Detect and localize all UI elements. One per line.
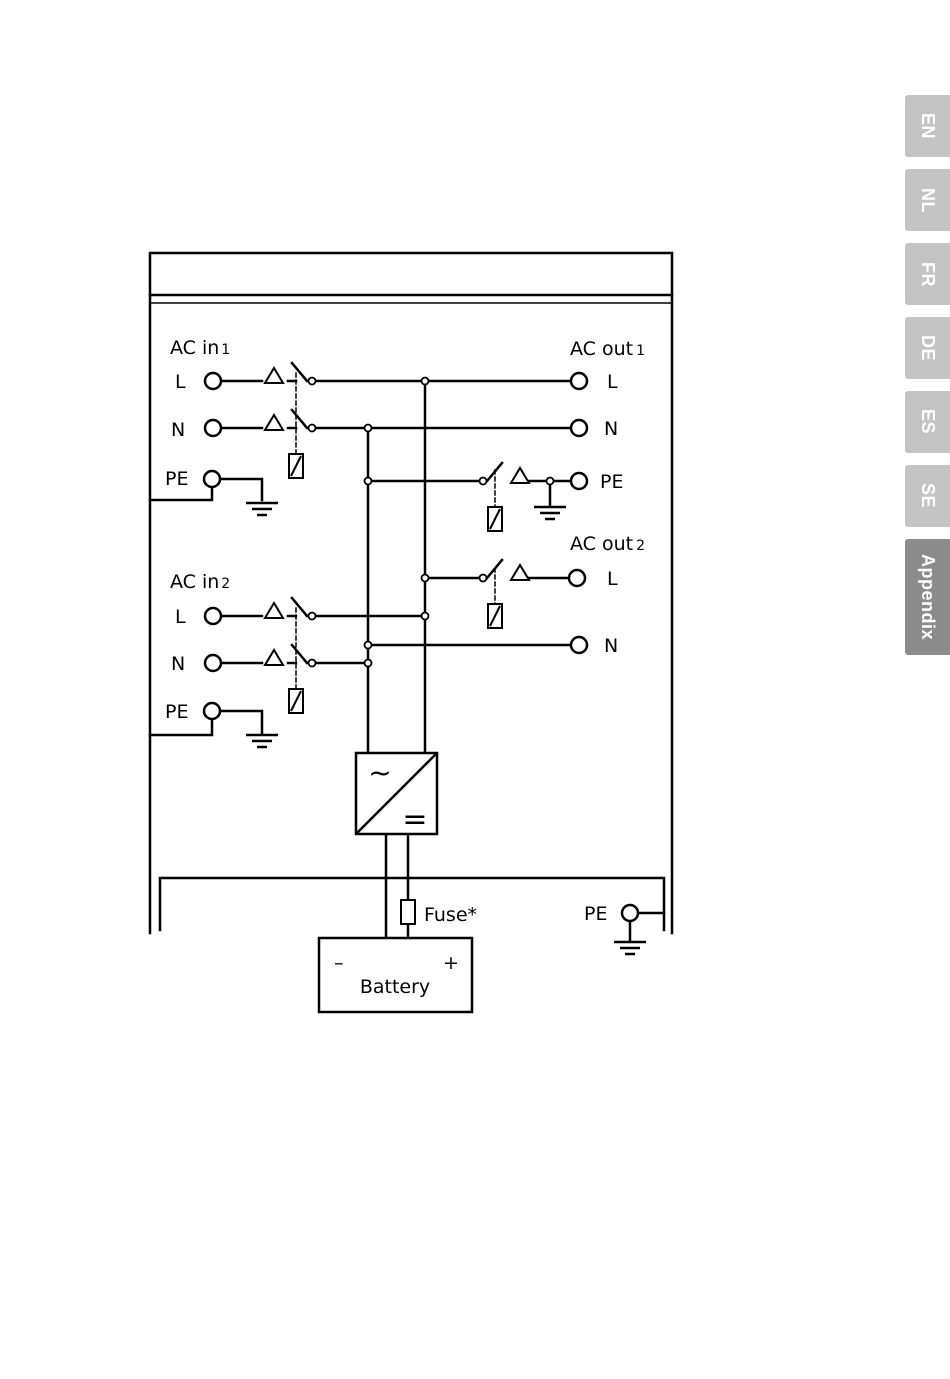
terminal-in1-pe bbox=[204, 471, 220, 487]
terminal-out1-pe bbox=[571, 473, 587, 489]
relay-coil-out1-pe bbox=[488, 507, 502, 531]
dc-symbol: = bbox=[402, 802, 427, 837]
ac-out2-l-label: L bbox=[607, 568, 618, 590]
terminal-out1-l bbox=[571, 373, 587, 389]
battery-box bbox=[319, 938, 472, 1012]
inverter-charger: ~ = bbox=[356, 753, 437, 837]
ac-out2-l-relay bbox=[487, 560, 569, 605]
terminal-in2-pe bbox=[204, 703, 220, 719]
ground-icon bbox=[246, 735, 278, 747]
ac-in2-n-label: N bbox=[171, 653, 185, 675]
ground-icon bbox=[614, 942, 646, 954]
internal-buses bbox=[316, 381, 571, 755]
terminals bbox=[204, 373, 638, 921]
terminal-in1-l bbox=[205, 373, 221, 389]
terminal-in2-n bbox=[205, 655, 221, 671]
ac-in2-l-label: L bbox=[175, 606, 186, 628]
terminal-out2-n bbox=[571, 637, 587, 653]
ac-in1-n-label: N bbox=[171, 419, 185, 441]
contact-dots bbox=[309, 378, 554, 667]
terminal-in1-n bbox=[205, 420, 221, 436]
ac-in1-pe-label: PE bbox=[165, 468, 188, 490]
ac-symbol: ~ bbox=[368, 756, 391, 789]
fuse-label: Fuse* bbox=[424, 904, 477, 926]
ac-out1-pe-label: PE bbox=[600, 471, 623, 493]
relay-coil-in2 bbox=[289, 689, 303, 713]
chassis-pe-label: PE bbox=[584, 903, 607, 925]
relay-coil-out2 bbox=[488, 604, 502, 628]
ac-out1-l-label: L bbox=[607, 371, 618, 393]
terminal-chassis-pe bbox=[622, 905, 638, 921]
fuse-icon bbox=[401, 900, 415, 924]
battery-label: Battery bbox=[360, 976, 430, 998]
ac-in1-l-label: L bbox=[175, 371, 186, 393]
relay-coil-in1 bbox=[289, 454, 303, 478]
terminal-out1-n bbox=[571, 420, 587, 436]
ac-in2-pe-label: PE bbox=[165, 701, 188, 723]
ground-icon bbox=[534, 507, 566, 519]
battery-minus-label: – bbox=[334, 952, 344, 974]
ground-icon bbox=[246, 503, 278, 515]
ac-out1-pe-relay bbox=[483, 463, 571, 508]
battery-plus-label: + bbox=[443, 952, 459, 974]
ac-out2-n-label: N bbox=[604, 635, 618, 657]
terminal-out2-l bbox=[569, 570, 585, 586]
ac-out1-n-label: N bbox=[604, 418, 618, 440]
terminal-in2-l bbox=[205, 608, 221, 624]
